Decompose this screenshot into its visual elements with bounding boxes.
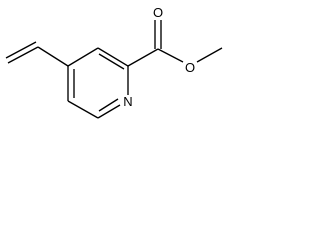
ester-oxygen-label: O [185, 60, 195, 75]
ring-bond-c4-c3 [67, 47, 99, 67]
nitrogen-label: N [123, 94, 132, 109]
ester-oxygen-to-methyl-bond [196, 47, 223, 63]
carbonyl-double-bond [154, 20, 162, 49]
ring-bond-n-c6 [97, 98, 121, 119]
carbonyl-to-ester-oxygen-bond [157, 48, 184, 63]
vinyl-to-ring-bond [37, 46, 69, 67]
ring-bond-c5-c4 [67, 66, 75, 101]
carbonyl-oxygen-label: O [153, 5, 163, 20]
vinyl-double-bond [5, 41, 39, 64]
ring-to-carbonyl-bond [127, 48, 159, 67]
molecule-drawing: N O O [0, 0, 250, 134]
ring-bond-c3-c2 [97, 47, 129, 70]
ring-bond-c6-c5 [67, 100, 99, 119]
structure-svg: N O O [5, 5, 223, 119]
